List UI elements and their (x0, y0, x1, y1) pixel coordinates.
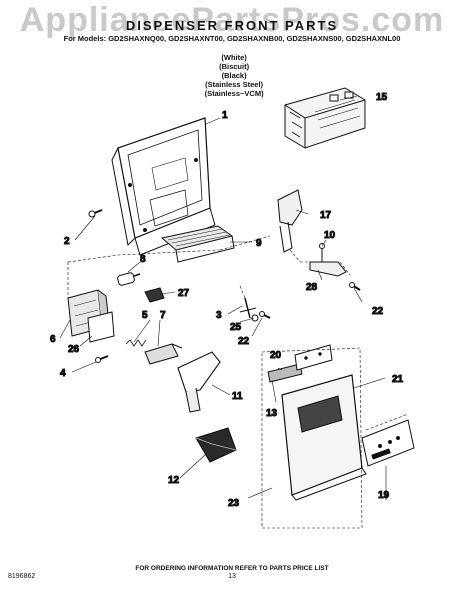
part-17-bracket (277, 189, 303, 253)
callout-15: 15 (376, 92, 388, 103)
dashed-guides (67, 235, 409, 529)
callout-28: 28 (306, 282, 318, 293)
part-15-module (284, 87, 366, 149)
document-number: 8196862 (8, 573, 36, 580)
callout-27: 27 (178, 288, 190, 299)
callout-10: 10 (324, 230, 336, 241)
part-22-screw (349, 282, 361, 291)
callout-2: 2 (64, 236, 70, 247)
page-number: 13 (228, 573, 236, 580)
callout-17: 17 (320, 210, 332, 221)
callout-13: 13 (266, 408, 278, 419)
part-26-seal (87, 311, 115, 343)
leader-lines (59, 95, 387, 500)
part-27-block (144, 287, 165, 303)
part-28-lever (309, 243, 347, 277)
diagram-title: DISPENSER FRONT PARTS (125, 18, 339, 33)
variant-label: (Biscuit) (219, 62, 250, 71)
callout-21: 21 (392, 374, 404, 385)
part-25-clip (251, 314, 259, 322)
part-20-panel (294, 344, 333, 371)
callout-8: 8 (140, 254, 146, 265)
callout-3: 3 (216, 310, 222, 321)
callout-4: 4 (60, 368, 66, 379)
callout-23: 23 (228, 498, 240, 509)
callout-22: 22 (372, 306, 384, 317)
part-19-control-panel (361, 419, 415, 467)
part-21-front-panel (281, 374, 367, 501)
model-list: For Models: GD2SHAXNQ00, GD2SHAXNT00, GD… (63, 34, 401, 43)
callout-1: 1 (222, 110, 228, 121)
ordering-note: FOR ORDERING INFORMATION REFER TO PARTS … (135, 565, 329, 572)
part-4-screw (95, 355, 109, 363)
variant-label: (Black) (221, 71, 247, 80)
callout-25: 25 (230, 322, 242, 333)
callout-11: 11 (232, 391, 243, 402)
part-8-plug (117, 272, 141, 286)
part-22-screw (259, 311, 271, 319)
watermark: AppliancePartsPros.com (19, 1, 445, 39)
part-7-actuator (144, 343, 183, 365)
callout-7: 7 (160, 310, 166, 321)
part-20-strip (267, 363, 303, 383)
part-9-drip-tray (160, 225, 235, 263)
callout-22: 22 (238, 336, 250, 347)
color-variants: (White) (Biscuit) (Black) (Stainless Ste… (0, 44, 464, 98)
variant-label: (White) (221, 53, 247, 62)
callout-20: 20 (270, 350, 282, 361)
part-2-screw (88, 209, 103, 218)
variant-label: (Stainless~VCM) (204, 89, 264, 98)
part-12-cup (195, 427, 237, 463)
callout-5: 5 (142, 310, 148, 321)
callout-9: 9 (256, 238, 262, 249)
part-3-pin (239, 297, 257, 319)
variant-label: (Stainless Steel) (205, 80, 264, 89)
callout-12: 12 (168, 475, 180, 486)
part-5-spring (125, 339, 147, 347)
callout-26: 26 (68, 344, 80, 355)
callout-19: 19 (378, 490, 390, 501)
part-11-lever (177, 351, 221, 413)
callout-6: 6 (50, 334, 56, 345)
